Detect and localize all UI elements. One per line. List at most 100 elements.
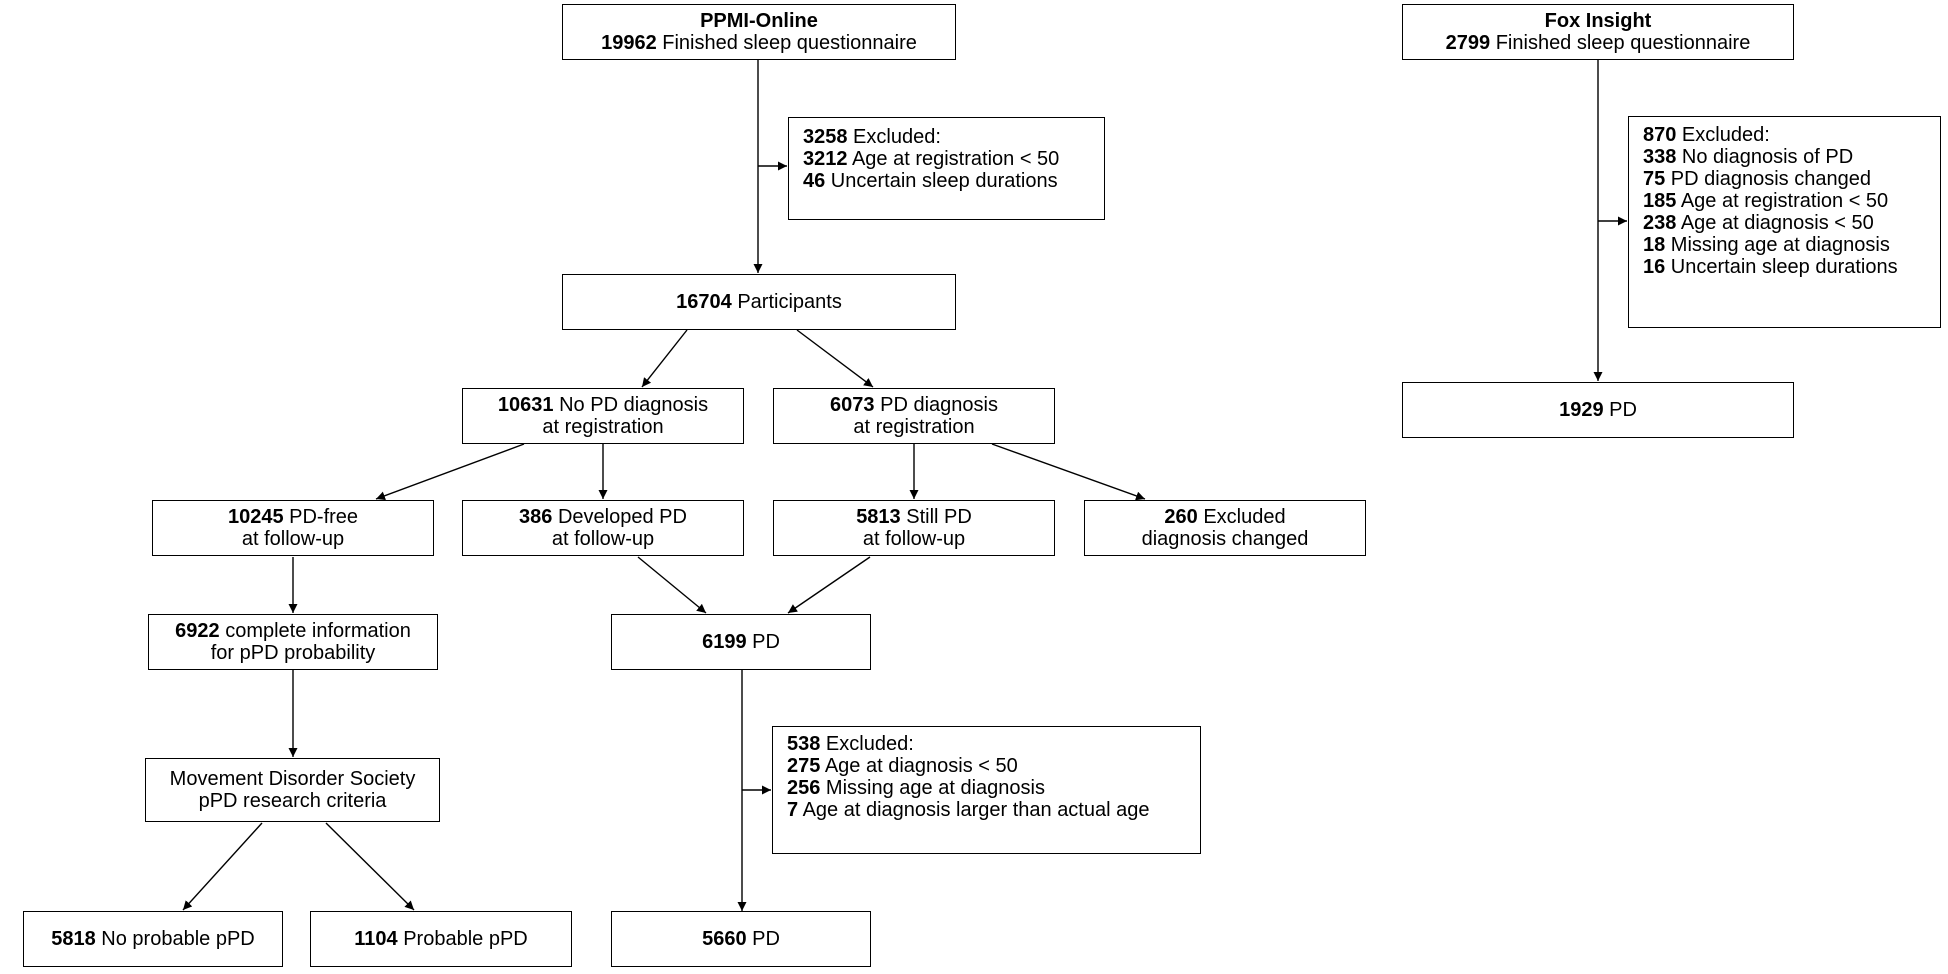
exclusion-reason: Uncertain sleep durations (825, 170, 1058, 192)
node-sublabel: at follow-up (241, 528, 345, 550)
node-sublabel: at follow-up (862, 528, 966, 550)
ppmi-exclusion-item: 3212 Age at registration < 50 (803, 148, 1090, 170)
fox-insight-title: Fox Insight (1544, 10, 1652, 32)
fox-exclusion-item: 238 Age at diagnosis < 50 (1643, 212, 1926, 234)
exclusion-count: 18 (1643, 234, 1666, 256)
mds-line1: Movement Disorder Society (169, 768, 416, 790)
fox-insight-box: Fox Insight 2799 Finished sleep question… (1402, 4, 1794, 60)
node-label: Excluded (1197, 506, 1286, 528)
exclusion-reason: Age at registration < 50 (1676, 190, 1889, 212)
fox-exclusion-box: 870 Excluded: 338 No diagnosis of PD 75 … (1628, 116, 1941, 328)
node-label: complete information (219, 620, 411, 642)
no-probable-ppd-box: 5818 No probable pPD (23, 911, 283, 967)
ppmi-online-label: Finished sleep questionnaire (656, 32, 917, 54)
fox-insight-count: 2799 (1445, 32, 1491, 54)
participants-label: Participants (731, 291, 842, 313)
ppmi-exclusion-total: 3258 (803, 126, 848, 148)
arrow-mds-to-probable (325, 822, 415, 911)
pd-1929-box: 1929 PD (1402, 382, 1794, 438)
exclusion-reason: Uncertain sleep durations (1665, 256, 1898, 278)
pd-exclusion-item: 256 Missing age at diagnosis (787, 777, 1186, 799)
exclusion-reason: Age at diagnosis < 50 (820, 755, 1018, 777)
pd-exclusion-total: 538 (787, 733, 821, 755)
arrow-mds-to-no-probable (182, 822, 263, 911)
exclusion-reason: Missing age at diagnosis (1665, 234, 1890, 256)
pd-exclusion-item: 7 Age at diagnosis larger than actual ag… (787, 799, 1186, 821)
node-count: 5660 (702, 928, 747, 950)
mds-criteria-box: Movement Disorder Society pPD research c… (145, 758, 440, 822)
arrow-participants-to-no-pd (641, 329, 688, 388)
arrow-participants-to-pd (796, 329, 874, 388)
developed-pd-box: 386 Developed PD at follow-up (462, 500, 744, 556)
node-sublabel: diagnosis changed (1141, 528, 1309, 550)
node-label: Still PD (900, 506, 972, 528)
fox-exclusion-item: 185 Age at registration < 50 (1643, 190, 1926, 212)
node-label: No PD diagnosis (553, 394, 709, 416)
node-label: Probable pPD (397, 928, 528, 950)
exclusion-reason: Age at diagnosis < 50 (1676, 212, 1874, 234)
pd-exclusion-box: 538 Excluded: 275 Age at diagnosis < 50 … (772, 726, 1201, 854)
node-count: 6073 (830, 394, 875, 416)
exclusion-count: 238 (1643, 212, 1677, 234)
exclusion-count: 275 (787, 755, 821, 777)
excluded-diagnosis-changed-box: 260 Excluded diagnosis changed (1084, 500, 1366, 556)
node-sublabel: at registration (542, 416, 664, 438)
fox-exclusion-item: 16 Uncertain sleep durations (1643, 256, 1926, 278)
still-pd-box: 5813 Still PD at follow-up (773, 500, 1055, 556)
exclusion-reason: Missing age at diagnosis (820, 777, 1045, 799)
node-count: 10245 (227, 506, 284, 528)
exclusion-reason: PD diagnosis changed (1665, 168, 1871, 190)
node-count: 10631 (497, 394, 554, 416)
arrow-developed-to-6199 (637, 556, 707, 614)
ppmi-online-count: 19962 (601, 32, 657, 54)
ppmi-online-box: PPMI-Online 19962 Finished sleep questio… (562, 4, 956, 60)
participants-count: 16704 (676, 291, 732, 313)
node-label: PD diagnosis (874, 394, 998, 416)
pd-exclusion-item: 275 Age at diagnosis < 50 (787, 755, 1186, 777)
node-count: 1104 (354, 928, 398, 950)
exclusion-reason: Age at registration < 50 (847, 148, 1060, 170)
node-label: PD-free (283, 506, 359, 528)
probable-ppd-box: 1104 Probable pPD (310, 911, 572, 967)
arrow-no-pd-to-pd-free (375, 443, 525, 501)
exclusion-count: 75 (1643, 168, 1666, 190)
pd-exclusion-label: Excluded: (820, 733, 914, 755)
exclusion-count: 338 (1643, 146, 1677, 168)
exclusion-count: 256 (787, 777, 821, 799)
node-label: PD (746, 631, 780, 653)
node-label: No probable pPD (95, 928, 255, 950)
pd-registration-box: 6073 PD diagnosis at registration (773, 388, 1055, 444)
exclusion-count: 7 (787, 799, 799, 821)
node-count: 1929 (1559, 399, 1604, 421)
mds-line2: pPD research criteria (198, 790, 387, 812)
pd-5660-box: 5660 PD (611, 911, 871, 967)
fox-exclusion-total: 870 (1643, 124, 1677, 146)
pd-free-box: 10245 PD-free at follow-up (152, 500, 434, 556)
ppmi-exclusion-label: Excluded: (847, 126, 941, 148)
fox-exclusion-item: 338 No diagnosis of PD (1643, 146, 1926, 168)
fox-exclusion-label: Excluded: (1676, 124, 1770, 146)
exclusion-count: 16 (1643, 256, 1666, 278)
arrow-pd-to-excluded (991, 443, 1146, 501)
ppmi-online-title: PPMI-Online (700, 10, 818, 32)
fox-insight-label: Finished sleep questionnaire (1490, 32, 1751, 54)
participants-box: 16704 Participants (562, 274, 956, 330)
fox-exclusion-item: 18 Missing age at diagnosis (1643, 234, 1926, 256)
node-label: PD (1603, 399, 1637, 421)
pd-6199-box: 6199 PD (611, 614, 871, 670)
exclusion-count: 46 (803, 170, 826, 192)
no-pd-registration-box: 10631 No PD diagnosis at registration (462, 388, 744, 444)
node-count: 5818 (51, 928, 96, 950)
node-sublabel: at registration (853, 416, 975, 438)
node-count: 6199 (702, 631, 747, 653)
arrow-still-to-6199 (787, 556, 871, 614)
node-count: 6922 (175, 620, 220, 642)
ppmi-exclusion-item: 46 Uncertain sleep durations (803, 170, 1090, 192)
node-label: PD (746, 928, 780, 950)
complete-information-box: 6922 complete information for pPD probab… (148, 614, 438, 670)
exclusion-count: 3212 (803, 148, 848, 170)
node-count: 5813 (856, 506, 901, 528)
node-label: Developed PD (552, 506, 687, 528)
node-count: 260 (1164, 506, 1198, 528)
